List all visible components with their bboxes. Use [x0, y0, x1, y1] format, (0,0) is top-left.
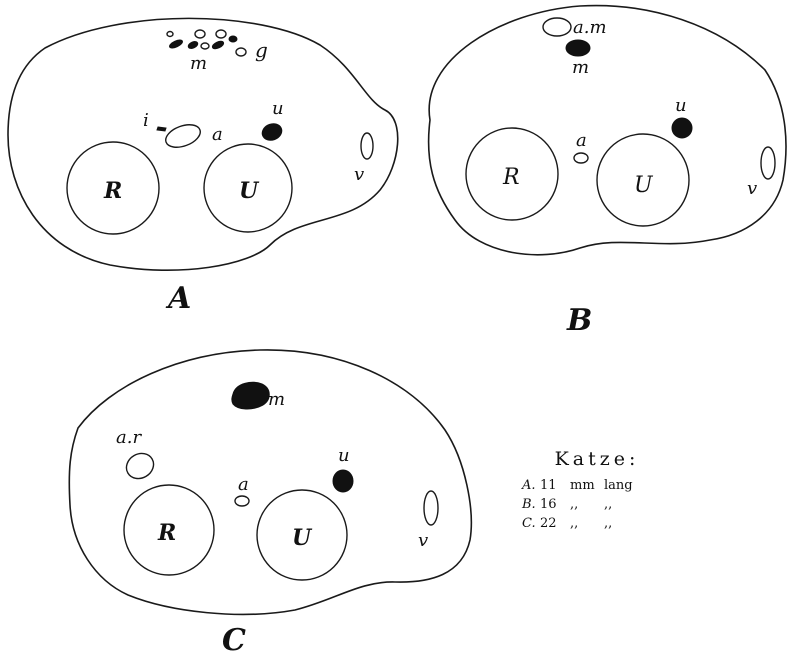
legend-row-c: C. 22,,,, [522, 514, 672, 533]
legend-key: B. [522, 497, 536, 512]
section-c-urethra-circle [256, 489, 348, 581]
section-a-gland-cluster [166, 29, 247, 57]
legend-unit: ,, [570, 497, 579, 512]
section-a-label-i: i [143, 110, 149, 131]
legend-unit: mm [570, 478, 595, 493]
section-b-label-m: m [572, 57, 589, 78]
legend-row-b: B. 16,,,, [522, 495, 672, 514]
section-b-rectum-label: R [502, 165, 520, 190]
section-a-title: A [165, 281, 191, 316]
legend-size: 16 [540, 497, 557, 512]
section-a-structure-i [156, 126, 167, 132]
legend-size: 11 [540, 478, 557, 493]
section-c-structure-ar [125, 452, 155, 480]
legend-desc: lang [604, 478, 633, 493]
section-b-rectum-circle [465, 127, 559, 221]
section-a-urethra-circle [203, 143, 293, 233]
section-b-label-am: a.m [573, 17, 607, 38]
section-a-label-a: a [212, 124, 223, 145]
section-c-label-a: a [238, 474, 249, 495]
section-a: R U a i u v m g A [7, 17, 399, 316]
section-b-urethra-circle [596, 133, 690, 227]
section-b-outline [427, 4, 787, 256]
section-a-label-g: g [255, 38, 268, 62]
section-c-outline [68, 349, 473, 616]
legend-title: Katze: [554, 448, 640, 470]
section-b-urethra-label: U [634, 173, 654, 198]
section-c-label-m: m [268, 389, 285, 410]
section-c-structure-m [231, 381, 270, 410]
section-c-rectum-label: R [157, 520, 176, 546]
section-a-outline [7, 17, 399, 272]
section-b-structure-u [671, 117, 693, 139]
section-b-vessel-v [760, 146, 776, 180]
section-c-structure-u [332, 469, 354, 493]
section-a-urethra-label: U [239, 178, 260, 204]
section-c-title: C [222, 623, 246, 658]
legend-unit: ,, [570, 516, 579, 531]
legend-key: A. [522, 478, 536, 493]
section-c: R U a u v a.r m C [68, 349, 473, 658]
section-a-structure-u [261, 123, 283, 141]
section-c-urethra-label: U [292, 525, 313, 551]
section-b-label-u: u [675, 95, 687, 116]
section-b-label-a: a [576, 130, 587, 151]
section-b-label-v: v [747, 178, 757, 199]
section-c-label-u: u [338, 445, 350, 466]
section-a-label-v: v [354, 164, 364, 185]
legend-desc: ,, [604, 516, 613, 531]
section-b-structure-m [565, 39, 591, 57]
section-c-vessel-v [423, 490, 439, 526]
section-c-label-ar: a.r [116, 427, 142, 448]
section-b-structure-a [573, 152, 589, 164]
section-a-vessel-v [360, 132, 374, 160]
legend-key: C. [522, 516, 536, 531]
section-a-rectum-label: R [103, 178, 122, 204]
legend-desc: ,, [604, 497, 613, 512]
section-a-rectum-circle [66, 141, 160, 235]
section-a-structure-a [165, 124, 201, 148]
section-b-structure-am [542, 17, 572, 37]
section-c-structure-a [234, 495, 250, 507]
section-a-label-m: m [190, 53, 207, 74]
section-c-label-v: v [418, 530, 428, 551]
section-b: R U a u v a.m m B [427, 4, 787, 338]
legend-size: 22 [540, 516, 557, 531]
section-c-rectum-circle [123, 484, 215, 576]
section-a-label-u: u [272, 98, 284, 119]
section-b-title: B [566, 303, 592, 338]
